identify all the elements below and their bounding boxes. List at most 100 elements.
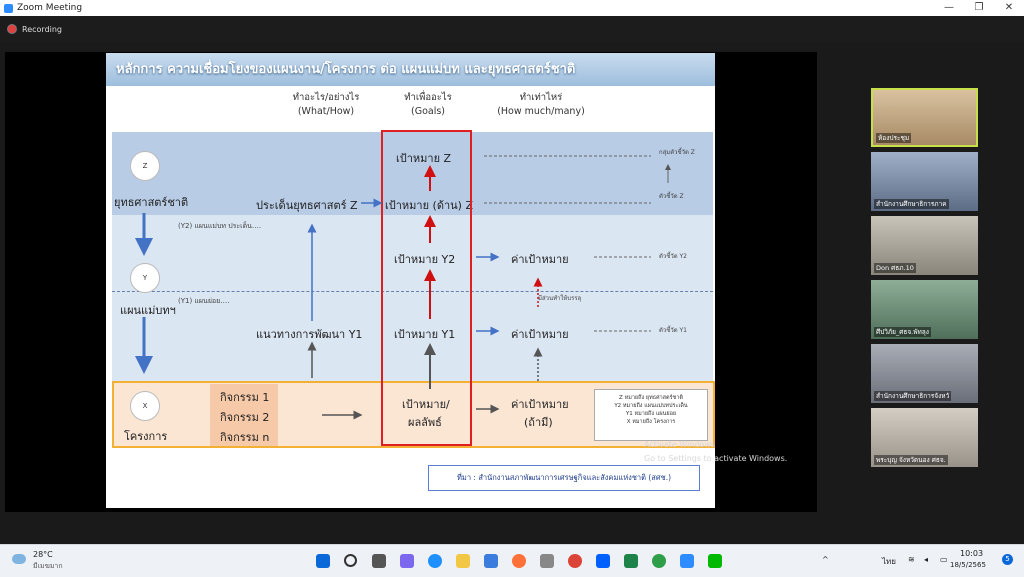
recording-label: Recording xyxy=(22,24,63,34)
activity-2: กิจกรรม 2 xyxy=(220,411,270,424)
participant-tile-4[interactable]: ศึปวิภัย_ศธจ.พัทลุง xyxy=(871,280,978,339)
legend-y2: Y2 หมายถึง แผนแม่บทประเด็น xyxy=(614,403,688,409)
window-titlebar: Zoom Meeting — ❐ ✕ xyxy=(0,0,1024,16)
dropbox-icon[interactable] xyxy=(596,554,610,568)
goal-x-line1: เป้าหมาย/ xyxy=(402,398,450,411)
presentation-slide: หลักการ ความเชื่อมโยงของแผนงาน/โครงการ ต… xyxy=(106,53,715,508)
participant-video xyxy=(871,408,978,467)
source-note: ที่มา : สำนักงานสภาพัฒนาการเศรษฐกิจและสั… xyxy=(428,465,700,491)
edge-icon[interactable] xyxy=(428,554,442,568)
indicator-y2: ตัวชี้วัด Y2 xyxy=(659,253,687,260)
file-explorer-icon[interactable] xyxy=(456,554,470,568)
legend-x: X หมายถึง โครงการ xyxy=(626,419,676,425)
indicator-z: ตัวชี้วัด Z xyxy=(659,193,684,200)
legend-y1: Y1 หมายถึง แผนย่อย xyxy=(625,411,677,417)
window-title: Zoom Meeting xyxy=(17,3,83,13)
teams-chat-icon[interactable] xyxy=(400,554,414,568)
chrome-icon[interactable] xyxy=(568,554,582,568)
wifi-icon[interactable]: ≋ xyxy=(908,555,915,564)
clock-time[interactable]: 10:03 xyxy=(960,549,984,558)
target-x-line2: (ถ้ามี) xyxy=(524,416,553,429)
activate-watermark-sub: Go to Settings to activate Windows. xyxy=(644,454,788,463)
note-y1: (Y1) แผนย่อย…. xyxy=(178,297,230,305)
task-view-icon[interactable] xyxy=(372,554,386,568)
header-what: ทำอะไร/อย่างไร(What/How) xyxy=(292,92,360,117)
target-y2: ค่าเป้าหมาย xyxy=(511,253,569,266)
band-y xyxy=(112,215,713,381)
goal-y1: เป้าหมาย Y1 xyxy=(394,328,456,341)
goal-y2: เป้าหมาย Y2 xyxy=(394,253,456,266)
close-button[interactable]: ✕ xyxy=(1004,2,1014,13)
participant-tile-3[interactable]: Don ศธภ.10 xyxy=(871,216,978,275)
battery-icon[interactable]: ▭ xyxy=(940,555,948,564)
minimize-button[interactable]: — xyxy=(944,2,954,13)
store-icon[interactable] xyxy=(484,554,498,568)
goals-highlight-box xyxy=(381,130,472,446)
participant-tile-2[interactable]: สำนักงานศึกษาธิการภาค xyxy=(871,152,978,211)
clock-date[interactable]: 18/5/2565 xyxy=(950,561,986,569)
participant-name: ห้องประชุม xyxy=(876,133,912,143)
recording-bar: Recording xyxy=(0,16,1024,42)
diagram-arrows xyxy=(135,155,671,420)
goal-side-z: เป้าหมาย (ด้าน) Z xyxy=(385,199,473,212)
zoom-taskbar-icon[interactable] xyxy=(680,554,694,568)
goal-z: เป้าหมาย Z xyxy=(396,152,452,165)
participant-video xyxy=(871,280,978,339)
target-y1: ค่าเป้าหมาย xyxy=(511,328,569,341)
excel-icon[interactable] xyxy=(624,554,638,568)
windows-taskbar: 28°C มีเมฆมาก ^ ไทย ≋ ◂ ▭ 10:03 18/5/256… xyxy=(0,544,1024,577)
participant-video xyxy=(871,216,978,275)
label-strategy: ยุทธศาสตร์ชาติ xyxy=(114,196,189,209)
weather-icon xyxy=(12,554,26,564)
recording-icon xyxy=(8,25,16,33)
note-y2: (Y2) แผนแม่บท ประเด็น…. xyxy=(178,222,262,230)
weather-temp[interactable]: 28°C xyxy=(33,550,53,559)
language-indicator[interactable]: ไทย xyxy=(882,557,896,566)
participant-name: สำนักงานศึกษาธิการภาค xyxy=(874,199,949,209)
participant-name: สำนักงานศึกษาธิการจังหวั xyxy=(874,391,952,401)
target-x-line1: ค่าเป้าหมาย xyxy=(511,398,569,411)
chrome-profile-icon[interactable] xyxy=(652,554,666,568)
line-icon[interactable] xyxy=(708,554,722,568)
circle-y: Y xyxy=(130,263,160,293)
label-masterplan: แผนแม่บทฯ xyxy=(120,304,176,317)
indicator-y1: ตัวชี้วัด Y1 xyxy=(659,327,687,334)
activate-watermark-title: Activate Windows xyxy=(644,440,716,449)
participant-tile-1[interactable]: ห้องประชุม xyxy=(871,88,978,147)
legend-z: Z หมายถึง ยุทธศาสตร์ชาติ xyxy=(619,395,683,401)
header-how-much: ทำเท่าไหร่(How much/many) xyxy=(497,92,585,117)
activity-n: กิจกรรม n xyxy=(220,431,270,444)
participant-video xyxy=(873,90,976,145)
participant-tile-6[interactable]: พระบุญ จังหวัดนอง ศธจ. xyxy=(871,408,978,467)
dev-y1: แนวทางการพัฒนา Y1 xyxy=(256,328,363,341)
window-controls: — ❐ ✕ xyxy=(934,0,1024,16)
band-z xyxy=(112,132,713,215)
circle-x: X xyxy=(130,391,160,421)
issue-z: ประเด็นยุทธศาสตร์ Z xyxy=(256,199,358,212)
chevron-up-icon[interactable]: ^ xyxy=(822,555,829,564)
participant-video xyxy=(871,344,978,403)
circle-z: Z xyxy=(130,151,160,181)
participant-tile-5[interactable]: สำนักงานศึกษาธิการจังหวั xyxy=(871,344,978,403)
participant-name: Don ศธภ.10 xyxy=(874,263,916,273)
start-icon[interactable] xyxy=(316,554,330,568)
weather-desc[interactable]: มีเมฆมาก xyxy=(33,562,63,570)
label-project: โครงการ xyxy=(124,430,168,443)
band-divider xyxy=(112,291,713,293)
search-icon[interactable] xyxy=(344,554,357,567)
activity-1: กิจกรรม 1 xyxy=(220,391,270,404)
slide-title: หลักการ ความเชื่อมโยงของแผนงาน/โครงการ ต… xyxy=(106,53,715,86)
contrib-note: มีส่วนทำให้บรรลุ xyxy=(538,295,582,302)
restore-button[interactable]: ❐ xyxy=(974,2,984,13)
app-icon[interactable] xyxy=(540,554,554,568)
zoom-icon xyxy=(4,3,13,13)
legend-box: Z หมายถึง ยุทธศาสตร์ชาติ Y2 หมายถึง แผนแ… xyxy=(594,389,708,441)
firefox-icon[interactable] xyxy=(512,554,526,568)
goal-x-line2: ผลลัพธ์ xyxy=(408,416,442,429)
indicator-group-z: กลุ่มตัวชี้วัด Z xyxy=(659,149,695,156)
notification-badge[interactable]: 5 xyxy=(1002,554,1013,565)
activity-box xyxy=(210,384,278,446)
header-goals: ทำเพื่ออะไร(Goals) xyxy=(404,92,452,117)
participant-name: พระบุญ จังหวัดนอง ศธจ. xyxy=(874,455,948,465)
volume-icon[interactable]: ◂ xyxy=(924,555,929,564)
